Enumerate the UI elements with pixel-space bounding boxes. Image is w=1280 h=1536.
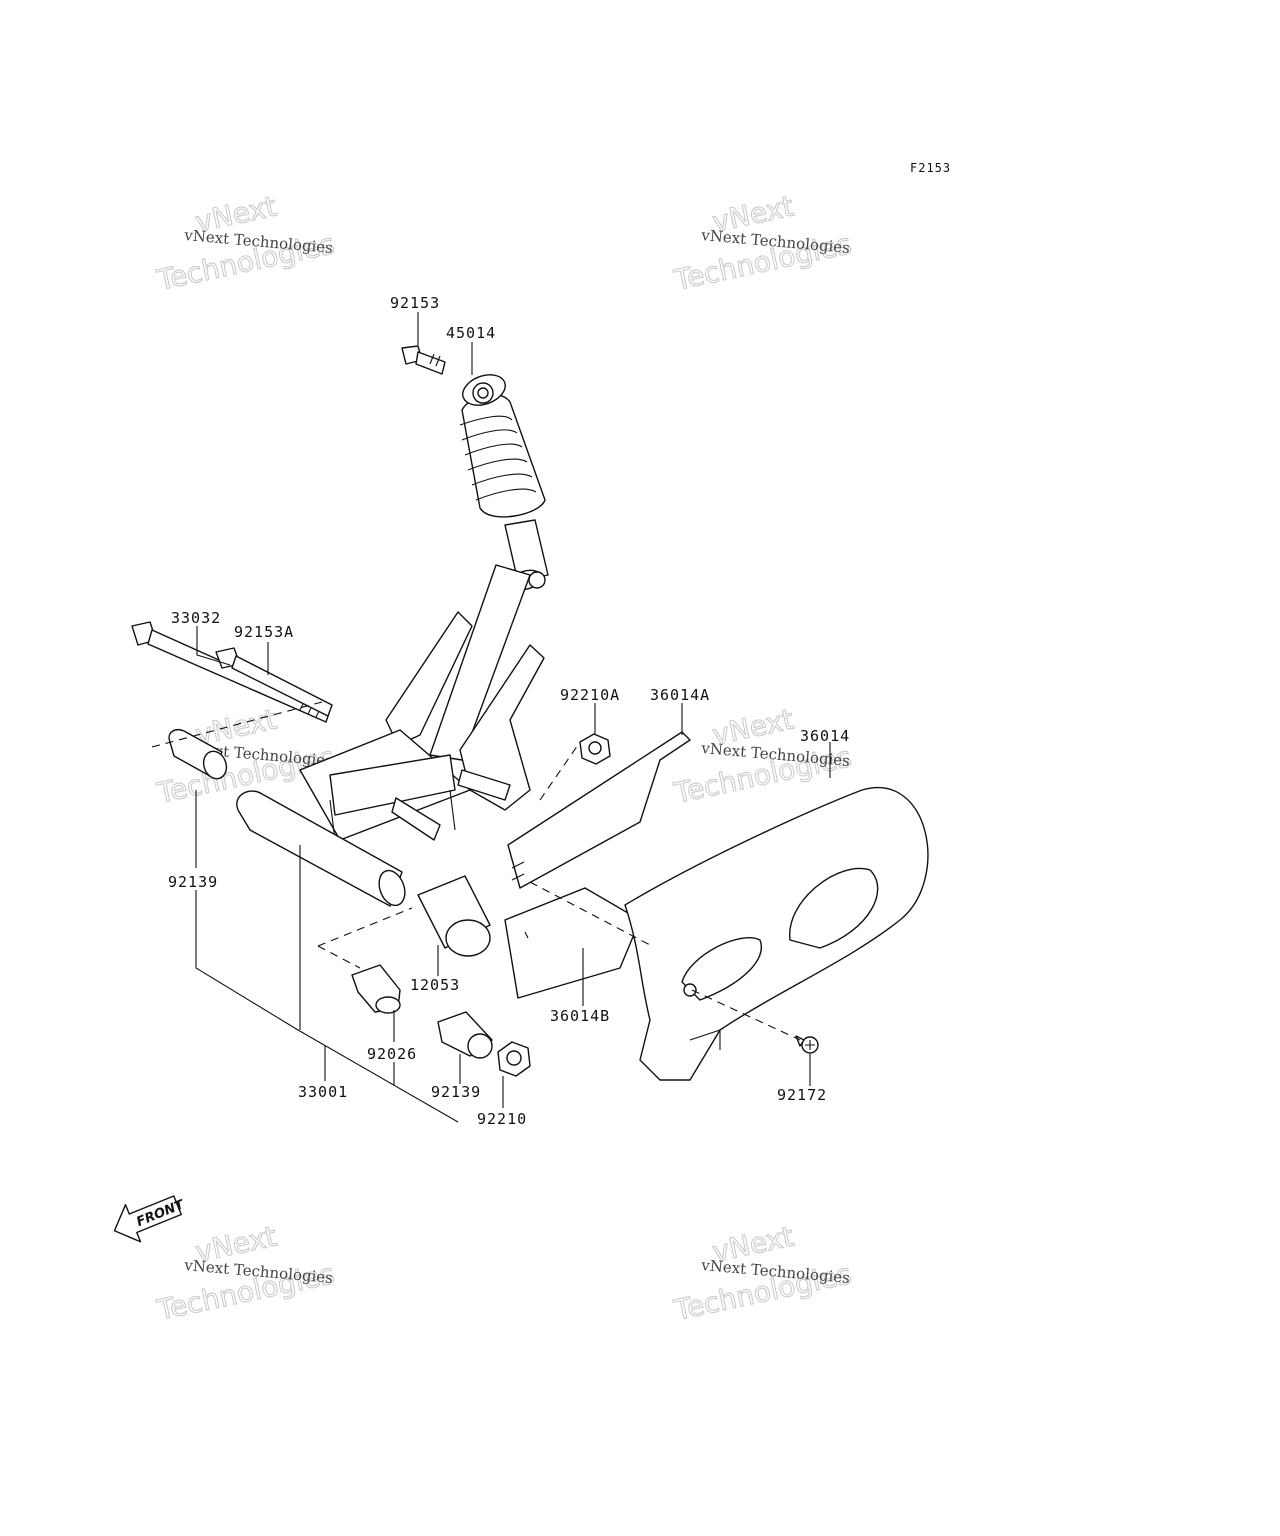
callout-92210a: 92210A <box>560 686 620 704</box>
callout-92210: 92210 <box>477 1110 527 1128</box>
callout-33001: 33001 <box>298 1083 348 1101</box>
swing-arm <box>236 564 545 907</box>
bushing-92139-bottom <box>437 1011 493 1059</box>
callout-92153a: 92153A <box>234 623 294 641</box>
chain-case-36014 <box>624 787 929 1081</box>
nut-92210 <box>497 1041 531 1077</box>
collar-12053 <box>417 875 491 957</box>
callout-36014a: 36014A <box>650 686 710 704</box>
watermark-top-left: vNext Technologies vNext Technologies <box>153 189 338 297</box>
watermark-mid-right: vNext Technologies vNext Technologies <box>670 702 855 810</box>
bolt-92153 <box>401 345 446 375</box>
callout-92139-left: 92139 <box>168 873 218 891</box>
bushing-92139-left <box>168 728 228 780</box>
callout-36014b: 36014B <box>550 1007 610 1025</box>
callout-36014: 36014 <box>800 727 850 745</box>
chain-guard-36014b <box>504 887 641 999</box>
nut-92210a <box>579 733 611 765</box>
callout-12053: 12053 <box>410 976 460 994</box>
screw-92172 <box>795 1035 819 1054</box>
bolt-33032 <box>131 621 331 723</box>
leader-lines <box>195 312 831 1123</box>
callout-92026: 92026 <box>367 1045 417 1063</box>
assembly-guide-lines <box>151 701 801 1041</box>
watermark-bottom-left: vNext Technologies vNext Technologies <box>153 1219 338 1327</box>
shock-absorber <box>459 374 549 591</box>
watermark-top-right: vNext Technologies vNext Technologies <box>670 189 855 297</box>
callout-45014: 45014 <box>446 324 496 342</box>
callout-33032: 33032 <box>171 609 221 627</box>
front-arrow-icon: FRONT <box>113 1195 187 1243</box>
watermark-bottom-right: vNext Technologies vNext Technologies <box>670 1219 855 1327</box>
callout-92139-bottom: 92139 <box>431 1083 481 1101</box>
callout-92172: 92172 <box>777 1086 827 1104</box>
sleeve-92026 <box>351 964 401 1014</box>
figure-code: F2153 <box>910 161 951 175</box>
callout-92153: 92153 <box>390 294 440 312</box>
